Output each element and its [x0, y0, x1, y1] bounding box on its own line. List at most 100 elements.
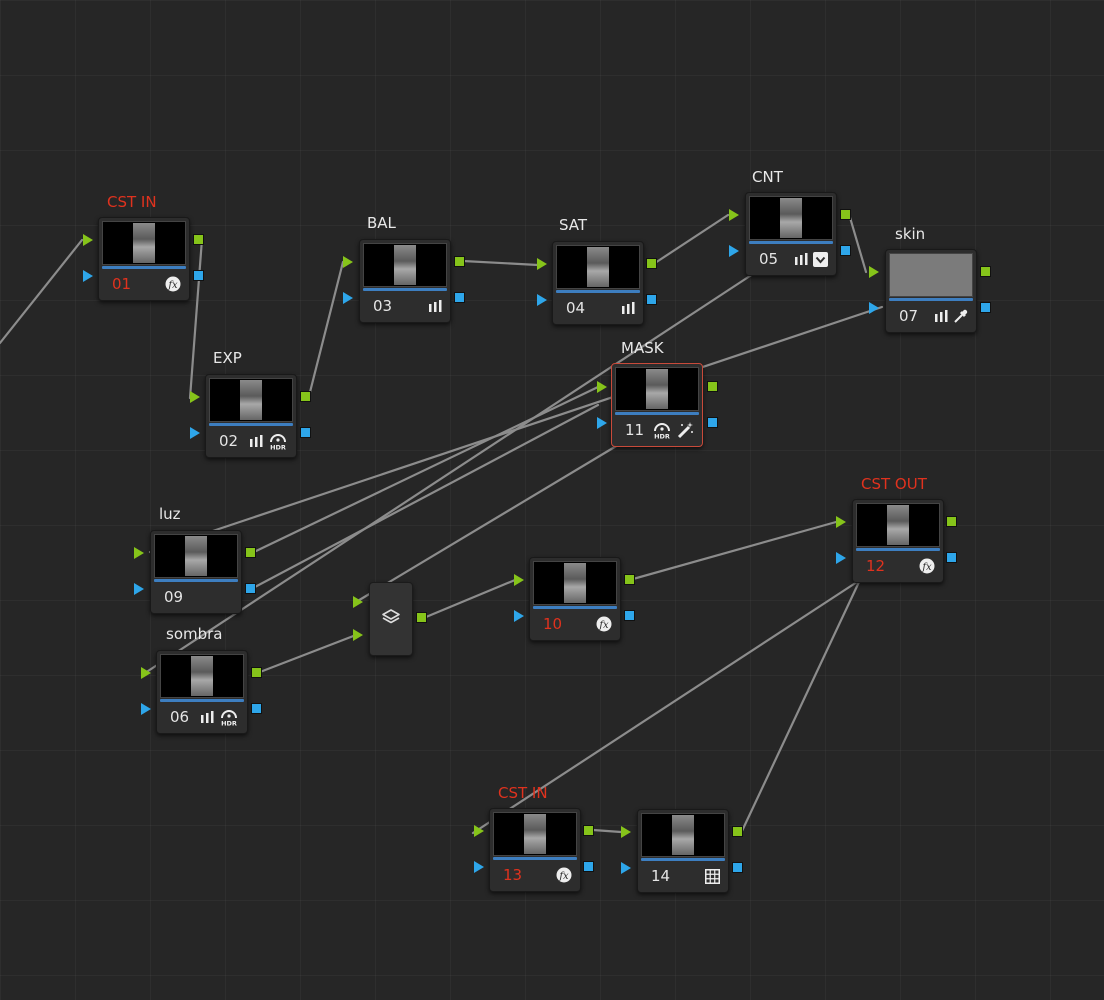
node-label-sombra: sombra	[166, 625, 223, 643]
node-13[interactable]: 13 fx	[489, 808, 581, 892]
node-11-rgb-input[interactable]	[597, 381, 607, 393]
svg-text:HDR: HDR	[270, 444, 286, 451]
node-12[interactable]: 12 fx	[852, 499, 944, 583]
node-05-key-output[interactable]	[840, 245, 851, 256]
node-04-key-output[interactable]	[646, 294, 657, 305]
node-13-rgb-input[interactable]	[474, 825, 484, 837]
node-02[interactable]: 02 HDR	[205, 374, 297, 458]
bars-icon	[622, 302, 635, 314]
node-01-rgb-output[interactable]	[193, 234, 204, 245]
node-01-key-input[interactable]	[83, 270, 93, 282]
node-07[interactable]: 07	[885, 249, 977, 333]
layer-mixer-input-1[interactable]	[353, 596, 363, 608]
node-10-rgb-output[interactable]	[624, 574, 635, 585]
node-number: 09	[164, 588, 184, 606]
node-06-rgb-input[interactable]	[141, 667, 151, 679]
node-13-rgb-output[interactable]	[583, 825, 594, 836]
eyedropper-icon	[954, 309, 968, 323]
node-14-key-output[interactable]	[732, 862, 743, 873]
node-11[interactable]: 11 HDR	[611, 363, 703, 447]
node-14-rgb-input[interactable]	[621, 826, 631, 838]
node-number: 04	[566, 299, 586, 317]
node-03-rgb-input[interactable]	[343, 256, 353, 268]
node-thumbnail	[615, 367, 699, 411]
node-09-key-output[interactable]	[245, 583, 256, 594]
node-11-rgb-output[interactable]	[707, 381, 718, 392]
node-label-exp: EXP	[213, 349, 242, 367]
bars-icon	[935, 310, 948, 322]
node-05-rgb-output[interactable]	[840, 209, 851, 220]
lut-grid-icon	[705, 868, 720, 884]
node-10[interactable]: 10 fx	[529, 557, 621, 641]
node-13-key-output[interactable]	[583, 861, 594, 872]
node-01[interactable]: 01 fx	[98, 217, 190, 301]
svg-text:fx: fx	[558, 871, 569, 882]
node-14[interactable]: 14	[637, 809, 729, 893]
node-04-rgb-output[interactable]	[646, 258, 657, 269]
node-05-key-input[interactable]	[729, 245, 739, 257]
node-09-rgb-output[interactable]	[245, 547, 256, 558]
node-03-key-output[interactable]	[454, 292, 465, 303]
node-06-key-output[interactable]	[251, 703, 262, 714]
node-02-key-input[interactable]	[190, 427, 200, 439]
node-14-key-input[interactable]	[621, 862, 631, 874]
node-11-key-input[interactable]	[597, 417, 607, 429]
checkbox-icon	[813, 251, 828, 267]
layer-mixer-input-2[interactable]	[353, 629, 363, 641]
node-04-rgb-input[interactable]	[537, 258, 547, 270]
node-02-rgb-input[interactable]	[190, 391, 200, 403]
node-07-key-output[interactable]	[980, 302, 991, 313]
node-bar	[493, 857, 577, 860]
svg-text:HDR: HDR	[221, 720, 237, 727]
node-05[interactable]: 05	[745, 192, 837, 276]
node-14-rgb-output[interactable]	[732, 826, 743, 837]
node-07-key-input[interactable]	[869, 302, 879, 314]
connection-layer-to-10	[424, 578, 517, 619]
node-04[interactable]: 04	[552, 241, 644, 325]
layer-mixer-node[interactable]	[369, 582, 413, 656]
node-06-rgb-output[interactable]	[251, 667, 262, 678]
node-04-key-input[interactable]	[537, 294, 547, 306]
connection-04-to-05	[653, 213, 730, 265]
node-label-sat: SAT	[559, 216, 588, 234]
node-09[interactable]: 09	[150, 530, 242, 614]
node-06[interactable]: 06 HDR	[156, 650, 248, 734]
node-03-rgb-output[interactable]	[454, 256, 465, 267]
node-bar	[856, 548, 940, 551]
node-02-rgb-output[interactable]	[300, 391, 311, 402]
connection-05-to-07	[847, 212, 868, 274]
node-09-key-input[interactable]	[134, 583, 144, 595]
node-07-rgb-input[interactable]	[869, 266, 879, 278]
node-06-key-input[interactable]	[141, 703, 151, 715]
node-07-rgb-output[interactable]	[980, 266, 991, 277]
node-05-rgb-input[interactable]	[729, 209, 739, 221]
node-number: 02	[219, 432, 239, 450]
node-10-rgb-input[interactable]	[514, 574, 524, 586]
svg-text:HDR: HDR	[654, 433, 670, 440]
connection-source-to-01	[0, 238, 84, 345]
node-13-key-input[interactable]	[474, 861, 484, 873]
node-thumbnail	[749, 196, 833, 240]
node-10-key-input[interactable]	[514, 610, 524, 622]
node-12-key-output[interactable]	[946, 552, 957, 563]
node-bar	[154, 579, 238, 582]
node-02-key-output[interactable]	[300, 427, 311, 438]
node-label-cnt: CNT	[752, 168, 783, 186]
layer-mixer-output[interactable]	[416, 612, 427, 623]
node-thumbnail	[102, 221, 186, 265]
node-bar	[615, 412, 699, 415]
node-label-cst-in: CST IN	[107, 193, 157, 211]
node-03[interactable]: 03	[359, 239, 451, 323]
node-10-key-output[interactable]	[624, 610, 635, 621]
node-11-key-output[interactable]	[707, 417, 718, 428]
node-01-key-output[interactable]	[193, 270, 204, 281]
fx-icon: fx	[556, 867, 572, 883]
node-09-rgb-input[interactable]	[134, 547, 144, 559]
node-12-rgb-output[interactable]	[946, 516, 957, 527]
node-03-key-input[interactable]	[343, 292, 353, 304]
node-12-key-input[interactable]	[836, 552, 846, 564]
node-12-rgb-input[interactable]	[836, 516, 846, 528]
node-bar	[363, 288, 447, 291]
node-01-rgb-input[interactable]	[83, 234, 93, 246]
